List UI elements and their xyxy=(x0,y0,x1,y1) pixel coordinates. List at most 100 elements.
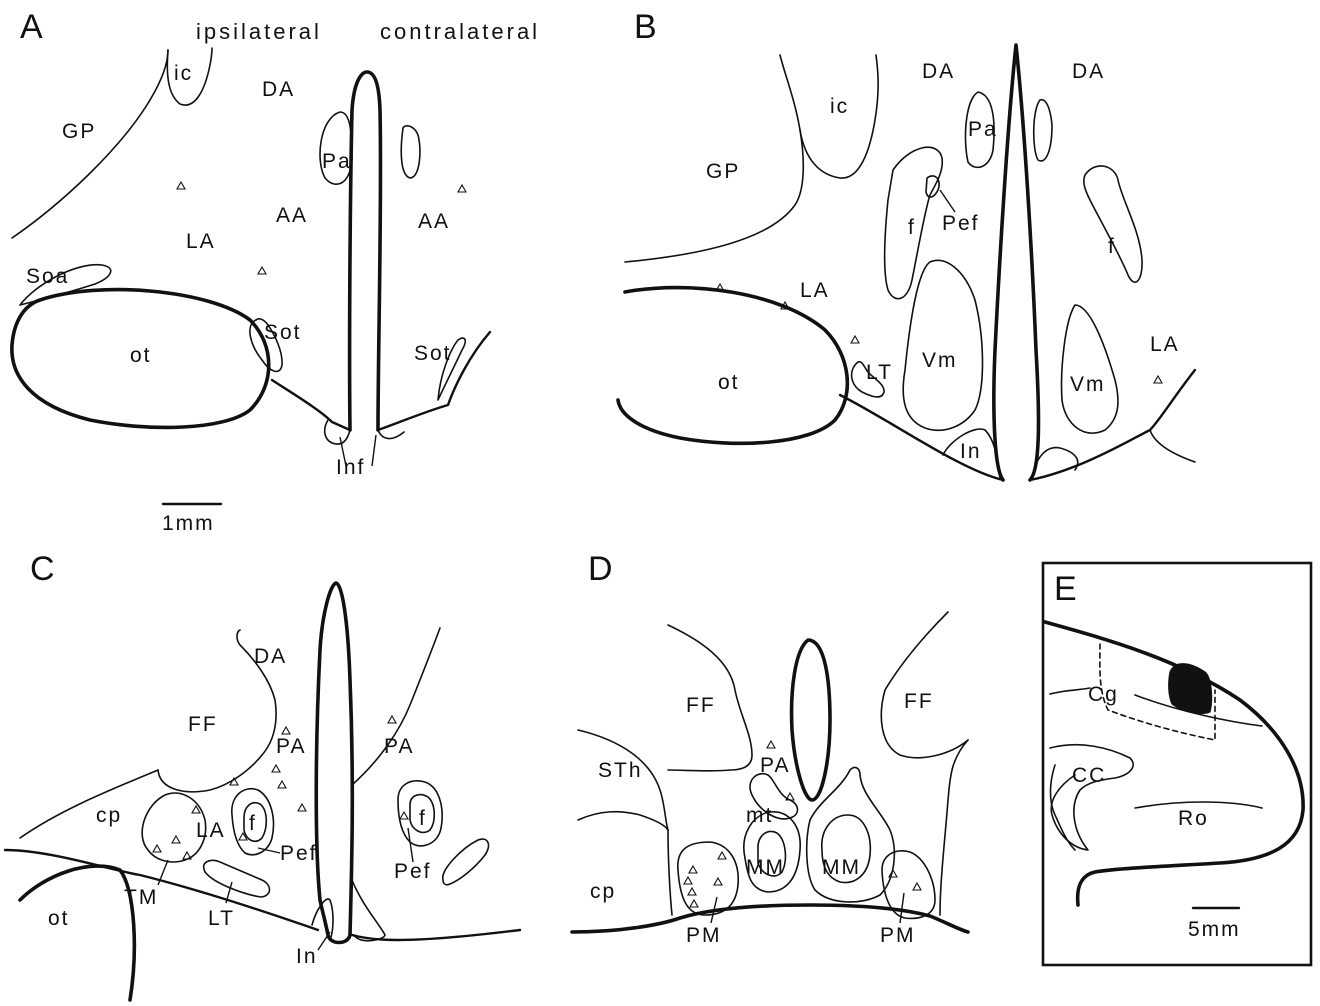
panel-a-marker-1 xyxy=(177,182,185,189)
panel-b-label-ot: ot xyxy=(718,371,740,394)
panel-d-label-cp: cp xyxy=(590,880,616,903)
panel-d-marker-6 xyxy=(714,878,722,885)
panel-d-third-ventricle-oval xyxy=(792,640,830,800)
panel-a-inf-arrow-right xyxy=(372,435,376,466)
panel-b-pef-arrow xyxy=(940,190,955,212)
panel-a-pa-outline xyxy=(320,112,352,184)
panel-b-gp-boundary xyxy=(625,55,803,262)
panel-a-scale-bar-label: 1mm xyxy=(162,512,215,535)
panel-d-markers xyxy=(684,741,921,907)
panel-b-base-line xyxy=(840,370,1195,480)
panel-a-label-soa: Soa xyxy=(26,265,69,288)
panel-d-marker-10 xyxy=(913,883,921,890)
panel-b-vm-right-outline xyxy=(1062,305,1118,433)
panel-b-label-pef: Pef xyxy=(942,212,980,235)
panel-c-ot-outline xyxy=(20,866,134,1000)
panel-a-label-sot-left: Sot xyxy=(264,321,302,344)
panel-b: B DA DA ic Pa GP Pef f f LA LA ot LT Vm … xyxy=(618,8,1195,480)
panel-e-label-ro: Ro xyxy=(1178,807,1209,830)
panel-b-label-la-right: LA xyxy=(1150,333,1180,356)
panel-c-label-cp: cp xyxy=(96,804,122,827)
panel-d: D FF FF PA STh mt MM MM cp PM PM xyxy=(572,550,968,947)
panel-c-label-ff: FF xyxy=(188,713,218,736)
panel-e: E Cg CC Ro 5mm xyxy=(1043,563,1311,965)
panel-a-label-inf: Inf xyxy=(336,456,365,479)
panel-c-label-pa-left: PA xyxy=(276,735,306,758)
panel-c-label-f-right: f xyxy=(419,807,427,830)
panel-a-label-sot-right: Sot xyxy=(414,342,452,365)
panel-b-pa-contra-outline xyxy=(1034,100,1052,161)
panel-c-label-in: In xyxy=(296,945,318,968)
panel-b-marker-4 xyxy=(1154,376,1162,383)
panel-c: C DA FF PA PA cp LA f f Pef Pef TM LT ot… xyxy=(5,550,520,1000)
panel-d-marker-1 xyxy=(767,741,775,748)
panel-c-label-lt: LT xyxy=(208,907,235,930)
panel-d-letter: D xyxy=(588,550,613,588)
panel-d-marker-7 xyxy=(688,888,696,895)
panel-a-label-ot: ot xyxy=(130,344,152,367)
panel-a-header-ipsilateral: ipsilateral xyxy=(196,19,322,44)
panel-d-center-lines xyxy=(668,740,968,915)
panel-c-label-tm: TM xyxy=(124,886,158,909)
panel-d-label-sth: STh xyxy=(598,759,643,782)
panel-a-label-ic: ic xyxy=(174,62,193,85)
panel-c-pef-right-outline xyxy=(443,839,489,885)
panel-c-label-pef-right: Pef xyxy=(394,860,432,883)
panel-c-label-pa-right: PA xyxy=(384,735,414,758)
panel-c-base-line xyxy=(5,850,520,940)
panel-a-marker-2 xyxy=(258,267,266,274)
panel-b-label-f-right: f xyxy=(1108,235,1116,258)
panel-c-lt-outline xyxy=(204,860,270,897)
panel-a: A ipsilateral contralateral ic DA GP Pa … xyxy=(12,8,540,535)
panel-d-sth-outline xyxy=(578,812,668,830)
panel-e-label-cc: CC xyxy=(1072,764,1106,787)
panel-d-marker-2 xyxy=(786,793,794,800)
panel-d-label-mm-right: MM xyxy=(822,856,861,879)
panel-b-label-da-right: DA xyxy=(1072,60,1105,83)
panel-a-label-pa: Pa xyxy=(322,150,352,173)
panel-a-label-da: DA xyxy=(262,78,295,101)
panel-b-label-pa: Pa xyxy=(968,118,998,141)
panel-b-ot-outline xyxy=(618,288,847,444)
panel-c-marker-7 xyxy=(298,804,306,811)
panel-d-marker-8 xyxy=(690,900,698,907)
panel-b-vm-left-outline xyxy=(903,260,982,430)
panel-c-pef-right-arrow xyxy=(408,828,413,862)
panel-d-label-mt: mt xyxy=(746,804,773,827)
panel-a-marker-3 xyxy=(458,185,466,192)
panel-e-scale-bar-label: 5mm xyxy=(1188,918,1241,941)
panel-c-ff-lower xyxy=(20,770,158,838)
panel-e-cc-outline xyxy=(1050,745,1133,850)
panel-d-label-mm-left: MM xyxy=(746,856,785,879)
panel-c-label-ot: ot xyxy=(48,907,70,930)
panel-a-label-la: LA xyxy=(186,230,216,253)
panel-b-label-ic: ic xyxy=(830,95,849,118)
panel-b-label-la-left: LA xyxy=(800,279,830,302)
panel-a-header-contralateral: contralateral xyxy=(380,19,540,44)
panel-c-label-f-left: f xyxy=(249,812,257,835)
panel-b-label-lt: LT xyxy=(866,361,893,384)
panel-d-label-pa: PA xyxy=(760,754,790,777)
panel-a-gp-boundary xyxy=(12,50,168,238)
panel-c-marker-11 xyxy=(183,852,191,859)
panel-c-marker-2 xyxy=(388,716,396,723)
panel-d-label-pm-right: PM xyxy=(880,924,916,947)
panel-b-label-vm-left: Vm xyxy=(922,349,958,372)
panel-b-label-vm-right: Vm xyxy=(1070,373,1106,396)
panel-e-letter: E xyxy=(1054,570,1077,608)
panel-c-in-arrow xyxy=(318,932,330,950)
panel-c-right-boundary xyxy=(352,628,440,785)
panel-b-label-in: In xyxy=(960,440,982,463)
panel-b-label-da-left: DA xyxy=(922,60,955,83)
panel-d-label-ff-left: FF xyxy=(686,694,716,717)
panel-b-letter: B xyxy=(634,8,657,46)
panel-b-marker-3 xyxy=(851,336,859,343)
panel-d-marker-5 xyxy=(684,877,692,884)
panel-e-cg-line xyxy=(1050,688,1090,694)
panel-c-letter: C xyxy=(30,550,55,588)
panel-c-label-pef-left: Pef xyxy=(280,842,318,865)
panel-a-base-line xyxy=(272,332,490,430)
panel-a-third-ventricle xyxy=(350,72,381,430)
